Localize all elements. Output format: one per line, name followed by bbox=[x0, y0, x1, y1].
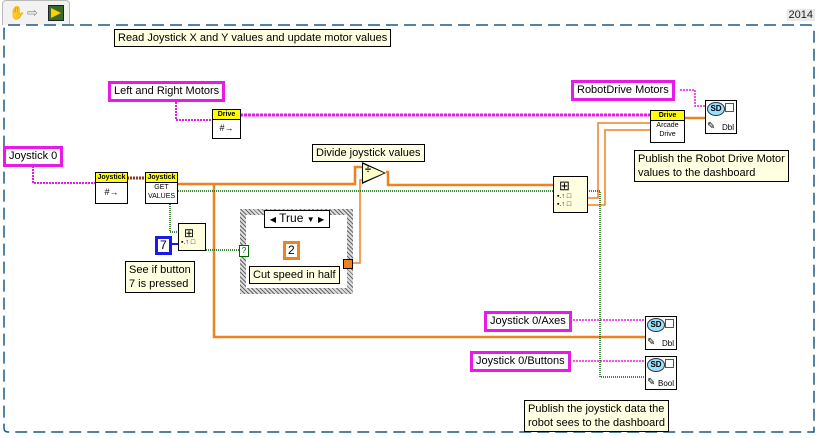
array-grid-icon: ⊞ bbox=[559, 178, 570, 193]
loop-frame bbox=[3, 24, 815, 433]
wire-buttons-down bbox=[169, 200, 178, 233]
divide-icon: ÷ bbox=[365, 164, 372, 176]
run-arrow-icon[interactable]: ⇨ bbox=[27, 5, 38, 20]
comment-button7-line2: 7 is pressed bbox=[129, 278, 189, 290]
sd-write-axes-node[interactable]: SD ✎ Dbl bbox=[645, 316, 677, 350]
comment-publish-motor-line1: Publish the Robot Drive Motor bbox=[638, 153, 785, 165]
wire-divided-out bbox=[386, 170, 553, 187]
comment-header: Read Joystick X and Y values and update … bbox=[114, 29, 392, 47]
sd-write-motors-node[interactable]: SD ✎ Dbl bbox=[705, 100, 737, 134]
arcade-drive-node[interactable]: Drive Arcade Drive bbox=[650, 110, 685, 143]
joystick-buttons-constant[interactable]: Joystick 0/Buttons bbox=[470, 351, 571, 372]
button-index-constant[interactable]: 7 bbox=[155, 236, 172, 255]
joystick-get-line1: GET bbox=[154, 184, 169, 191]
joystick-get-header: Joystick bbox=[146, 173, 177, 183]
ref-glyph-icon: #→ bbox=[219, 123, 234, 133]
comment-divide: Divide joystick values bbox=[312, 144, 425, 162]
wire-robotdrive-name bbox=[680, 89, 705, 107]
hand-tool-icon[interactable]: ✋ bbox=[9, 5, 26, 20]
arcade-drive-line1: Arcade bbox=[656, 122, 679, 129]
sd-write-buttons-node[interactable]: SD ✎ Bool bbox=[645, 356, 677, 390]
robotdrive-motors-constant[interactable]: RobotDrive Motors bbox=[571, 80, 675, 101]
joystick0-constant[interactable]: Joystick 0 bbox=[3, 146, 64, 167]
comment-button7-line1: See if button bbox=[129, 264, 191, 276]
array-grid-icon bbox=[665, 359, 674, 368]
comment-button7: See if button 7 is pressed bbox=[125, 261, 195, 293]
ref-glyph-icon: #→ bbox=[104, 187, 119, 197]
drive-ref-header: Drive bbox=[213, 110, 240, 120]
array-grid-icon bbox=[665, 319, 674, 328]
comment-publish-motor-line2: values to the dashboard bbox=[638, 167, 756, 179]
left-right-motors-constant[interactable]: Left and Right Motors bbox=[108, 81, 226, 102]
case-selector-value: True bbox=[279, 211, 304, 225]
sd-type-label: Dbl bbox=[721, 123, 734, 132]
wire-joystick0 bbox=[32, 163, 95, 184]
index-terminal-icon: ▪.↑ □ bbox=[181, 239, 196, 246]
sd-type-label: Bool bbox=[657, 379, 674, 388]
joystick-ref-header: Joystick bbox=[96, 173, 127, 183]
index-terminal-icon: ▪.↑ □ bbox=[557, 201, 572, 208]
case-selector[interactable]: ◀ True ▼ ▶ bbox=[264, 210, 330, 228]
joystick-get-values-node[interactable]: Joystick GET VALUES bbox=[145, 172, 178, 204]
comment-publish-joystick-line2: robot sees to the dashboard bbox=[528, 417, 665, 429]
arcade-drive-line2: Drive bbox=[659, 131, 676, 138]
case-structure[interactable]: ◀ True ▼ ▶ ? 2 Cut speed in half bbox=[239, 209, 353, 294]
sd-badge: SD bbox=[647, 318, 665, 332]
array-grid-icon bbox=[725, 103, 734, 112]
case-prev-icon[interactable]: ◀ bbox=[269, 215, 277, 224]
pencil-icon: ✎ bbox=[707, 121, 716, 132]
joystick-get-line2: VALUES bbox=[147, 193, 176, 200]
pencil-icon: ✎ bbox=[647, 337, 656, 348]
joystick-axes-constant[interactable]: Joystick 0/Axes bbox=[484, 311, 572, 332]
index-array-buttons-node[interactable]: ⊞ ▪.↑ □ bbox=[178, 223, 206, 251]
joystick-ref-node[interactable]: Joystick #→ bbox=[95, 172, 128, 204]
year-label: 2014 bbox=[786, 9, 815, 21]
sd-type-label: Dbl bbox=[661, 339, 674, 348]
vi-tab[interactable]: ✋ ⇨ bbox=[2, 0, 70, 25]
wire-left-right-motors bbox=[175, 99, 213, 121]
case-next-icon[interactable]: ▶ bbox=[317, 215, 325, 224]
case-selector-terminal: ? bbox=[239, 245, 249, 257]
case-dropdown-icon[interactable]: ▼ bbox=[306, 215, 315, 224]
index-array-axes-node[interactable]: ⊞ ▪.↑ □ ▪.↑ □ bbox=[553, 176, 588, 213]
sd-badge: SD bbox=[647, 358, 665, 372]
wire-axes-main bbox=[178, 165, 362, 186]
wire-axes-down bbox=[212, 184, 645, 339]
arcade-drive-header: Drive bbox=[651, 111, 684, 121]
index-terminal-icon: ▪.↑ □ bbox=[557, 193, 572, 200]
sd-badge: SD bbox=[707, 102, 725, 116]
comment-publish-joystick: Publish the joystick data the robot sees… bbox=[524, 400, 669, 432]
array-grid-icon: ⊞ bbox=[184, 226, 195, 240]
comment-publish-joystick-line1: Publish the joystick data the bbox=[528, 403, 665, 415]
vi-icon bbox=[48, 5, 64, 21]
wire-buttons-to-sd bbox=[587, 190, 645, 378]
wire-y-out bbox=[587, 129, 650, 206]
comment-cut-speed: Cut speed in half bbox=[249, 266, 340, 284]
wire-x-out bbox=[587, 122, 650, 199]
divisor-constant[interactable]: 2 bbox=[283, 241, 300, 260]
comment-publish-motor: Publish the Robot Drive Motor values to … bbox=[634, 150, 789, 182]
drive-ref-node[interactable]: Drive #→ bbox=[212, 109, 241, 139]
case-output-tunnel bbox=[343, 259, 353, 269]
pencil-icon: ✎ bbox=[647, 377, 656, 388]
